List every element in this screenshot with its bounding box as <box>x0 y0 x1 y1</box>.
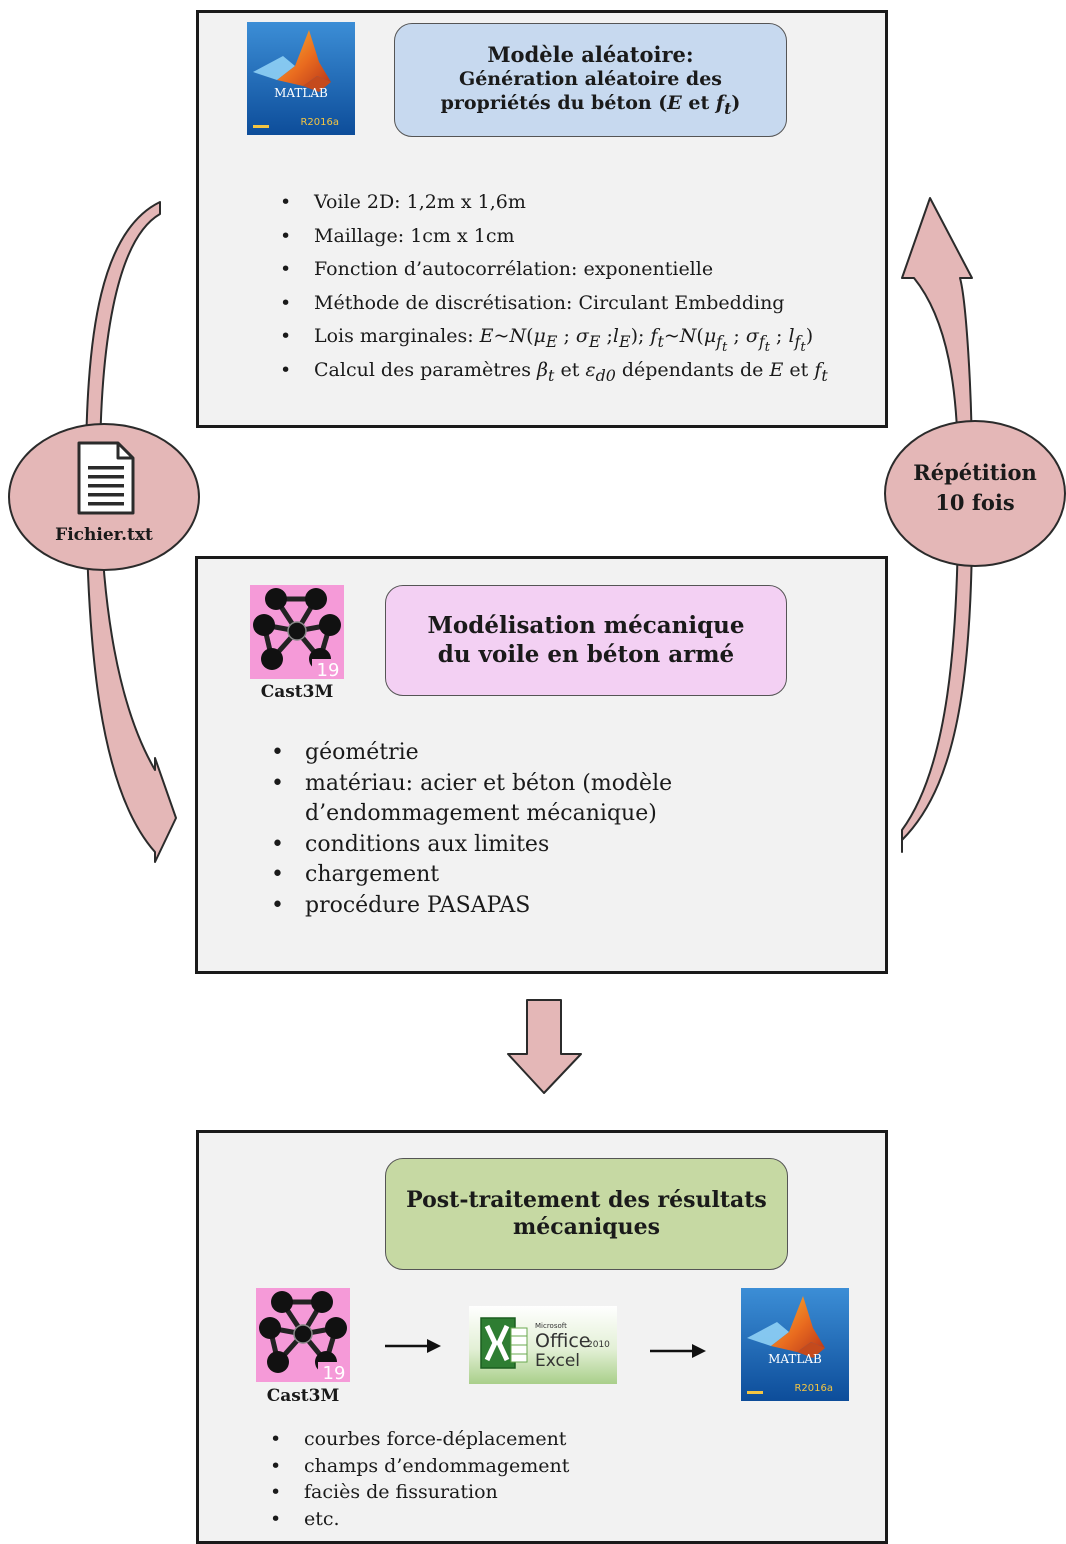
cast3m-logo: 19 <box>256 1288 350 1382</box>
box1-title-line2: Génération aléatoire des <box>458 67 722 90</box>
repetition-line1: Répétition <box>913 460 1037 485</box>
box2-bullet-list: géométrie matériau: acier et béton (modè… <box>271 738 831 922</box>
box3-title-line2: mécaniques <box>512 1214 661 1240</box>
box1-bullet-list: Voile 2D: 1,2m x 1,6m Maillage: 1cm x 1c… <box>280 186 880 387</box>
list-item: matériau: acier et béton (modèle d’endom… <box>271 769 831 830</box>
list-item: courbes force-déplacement <box>270 1426 770 1453</box>
list-item: conditions aux limites <box>271 830 831 861</box>
right-arrow-icon <box>385 1339 441 1353</box>
excel-logo: Microsoft Office 2010 Excel <box>469 1306 617 1384</box>
cast3m-logo-badge: 19 <box>317 660 340 679</box>
repetition-ellipse <box>884 420 1066 567</box>
matlab-logo-name: MATLAB <box>274 86 328 100</box>
box1-title-line1: Modèle aléatoire: <box>487 41 694 67</box>
down-arrow <box>507 999 582 1094</box>
list-item: géométrie <box>271 738 831 769</box>
box3-bullet-list: courbes force-déplacement champs d’endom… <box>270 1426 770 1532</box>
list-item: Maillage: 1cm x 1cm <box>280 220 880 254</box>
list-item: procédure PASAPAS <box>271 891 831 922</box>
box3-title: Post-traitement des résultats mécaniques <box>385 1158 788 1270</box>
list-item: etc. <box>270 1506 770 1533</box>
cast3m-logo: 19 <box>250 585 344 679</box>
list-item: chargement <box>271 860 831 891</box>
matlab-logo-name: MATLAB <box>768 1352 822 1366</box>
list-item: Voile 2D: 1,2m x 1,6m <box>280 186 880 220</box>
box2-title-line2: du voile en béton armé <box>437 640 735 668</box>
right-curved-arrow <box>901 197 974 853</box>
box3-title-line1: Post-traitement des résultats <box>406 1186 767 1213</box>
box1-title-line3: propriétés du béton (E et ft) <box>440 91 741 118</box>
list-item: Calcul des paramètres βt et εd0 dépendan… <box>280 354 880 388</box>
list-item: Fonction d’autocorrélation: exponentiell… <box>280 253 880 287</box>
matlab-logo: MATLAB R2016a <box>247 22 355 135</box>
box1-title: Modèle aléatoire: Génération aléatoire d… <box>394 23 787 137</box>
document-icon <box>77 441 135 515</box>
excel-brand: Microsoft <box>535 1322 567 1330</box>
cast3m-label: Cast3M <box>266 1386 340 1406</box>
box2-title: Modélisation mécanique du voile en béton… <box>385 585 787 696</box>
list-item: champs d’endommagement <box>270 1453 770 1480</box>
matlab-logo-version: R2016a <box>794 1383 833 1394</box>
excel-product: Office <box>535 1330 590 1352</box>
cast3m-logo-badge: 19 <box>323 1363 346 1382</box>
matlab-logo: MATLAB R2016a <box>741 1288 849 1401</box>
excel-year: 2010 <box>587 1340 610 1350</box>
list-item: Méthode de discrétisation: Circulant Emb… <box>280 287 880 321</box>
repetition-line2: 10 fois <box>935 490 1015 515</box>
right-arrow-icon <box>650 1344 706 1358</box>
repetition-label: Répétition 10 fois <box>884 458 1066 518</box>
file-label: Fichier.txt <box>55 525 153 545</box>
cast3m-label: Cast3M <box>260 682 334 702</box>
list-item: Lois marginales: E~N(μE ; σE ;lE); ft~N(… <box>280 320 880 355</box>
left-curved-arrow <box>85 201 177 863</box>
matlab-logo-version: R2016a <box>300 117 339 128</box>
box2-title-line1: Modélisation mécanique <box>427 611 745 639</box>
list-item: faciès de fissuration <box>270 1479 770 1506</box>
excel-app: Excel <box>535 1351 580 1371</box>
